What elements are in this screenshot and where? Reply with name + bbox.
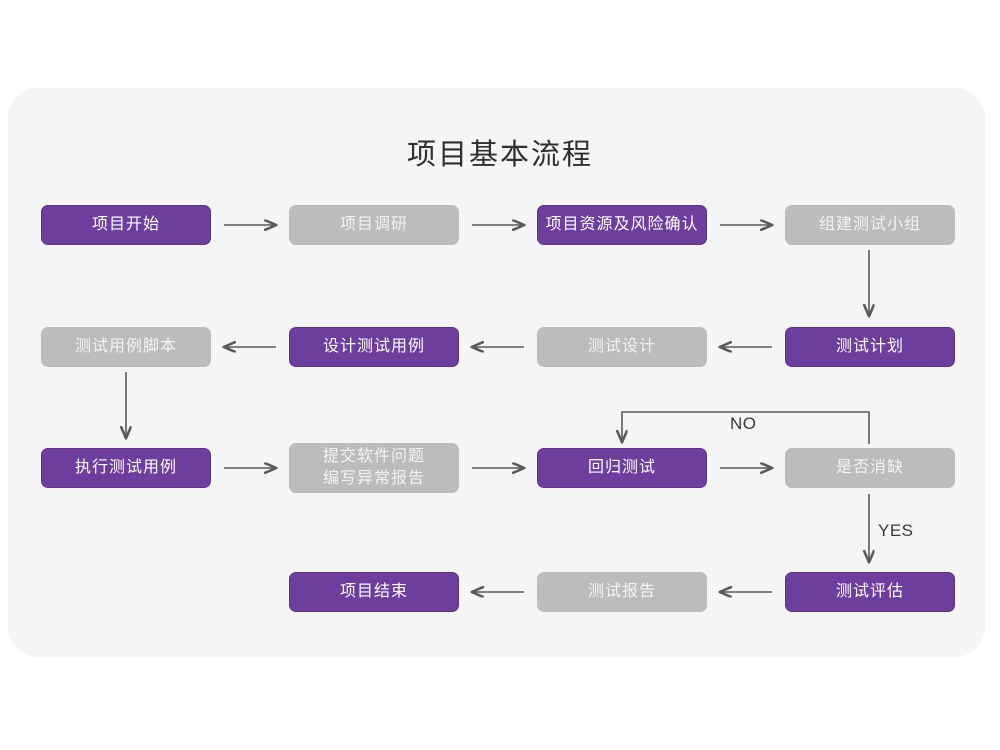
page-title: 项目基本流程 bbox=[406, 139, 593, 171]
node-test-case-script[interactable]: 测试用例脚本 bbox=[41, 327, 211, 367]
node-design-test-case[interactable]: 设计测试用例 bbox=[289, 327, 459, 367]
node-form-test-team[interactable]: 组建测试小组 bbox=[785, 205, 955, 245]
node-test-report[interactable]: 测试报告 bbox=[537, 572, 707, 612]
node-resource-risk-confirm[interactable]: 项目资源及风险确认 bbox=[537, 205, 707, 245]
node-regression-test[interactable]: 回归测试 bbox=[537, 448, 707, 488]
node-project-start[interactable]: 项目开始 bbox=[41, 205, 211, 245]
node-defect-cleared[interactable]: 是否消缺 bbox=[785, 448, 955, 488]
edge-label-no: NO bbox=[730, 414, 757, 433]
node-project-research[interactable]: 项目调研 bbox=[289, 205, 459, 245]
edge-label-yes: YES bbox=[878, 521, 914, 540]
node-execute-test-case[interactable]: 执行测试用例 bbox=[41, 448, 211, 488]
node-test-design[interactable]: 测试设计 bbox=[537, 327, 707, 367]
node-project-end[interactable]: 项目结束 bbox=[289, 572, 459, 612]
flowchart-card bbox=[8, 88, 985, 657]
node-test-evaluation[interactable]: 测试评估 bbox=[785, 572, 955, 612]
node-submit-defect-report[interactable]: 提交软件问题 编写异常报告 bbox=[289, 443, 459, 493]
node-test-plan[interactable]: 测试计划 bbox=[785, 327, 955, 367]
